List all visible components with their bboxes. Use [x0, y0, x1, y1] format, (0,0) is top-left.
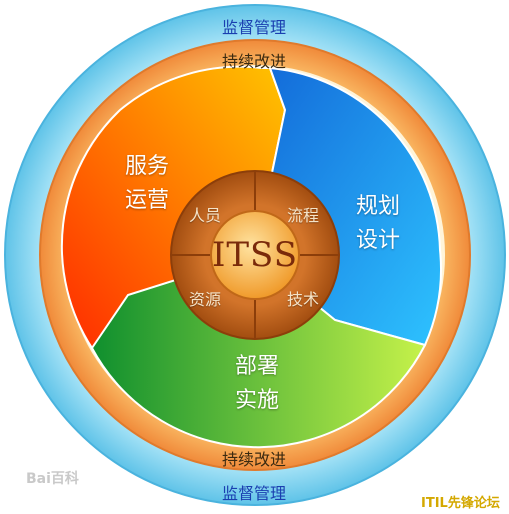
improvement-ring-bottom-label: 持续改进 — [221, 450, 286, 469]
sector-deploy-line-1: 部署 — [234, 354, 279, 379]
sector-design-line-1: 规划 — [355, 194, 400, 219]
sector-design-label: 规划 设计 — [343, 190, 413, 258]
sector-operate-line-2: 运营 — [124, 188, 169, 213]
hub-technology-label: 技术 — [286, 290, 319, 309]
improvement-ring-top-label: 持续改进 — [221, 52, 286, 71]
outer-ring-bottom-label: 监督管理 — [221, 484, 286, 503]
sector-deploy-line-2: 实施 — [234, 388, 279, 413]
sector-operate-line-1: 服务 — [124, 154, 169, 179]
outer-ring-top-label: 监督管理 — [221, 18, 286, 37]
center-circle — [210, 210, 300, 300]
sector-operate-label: 服务 运营 — [112, 150, 182, 218]
corner-forum-label: ITIL先锋论坛 — [421, 496, 500, 511]
sector-design-line-2: 设计 — [355, 228, 400, 253]
hub-resources-label: 资源 — [188, 290, 221, 309]
sector-deploy-label: 部署 实施 — [222, 350, 292, 418]
center-itss-label: ITSS — [211, 235, 299, 275]
hub-people-label: 人员 — [188, 206, 221, 225]
baidu-watermark: Bai百科 — [26, 471, 79, 487]
hub-process-label: 流程 — [286, 206, 319, 225]
sector-deploy — [90, 253, 427, 449]
sector-operate — [60, 65, 287, 350]
